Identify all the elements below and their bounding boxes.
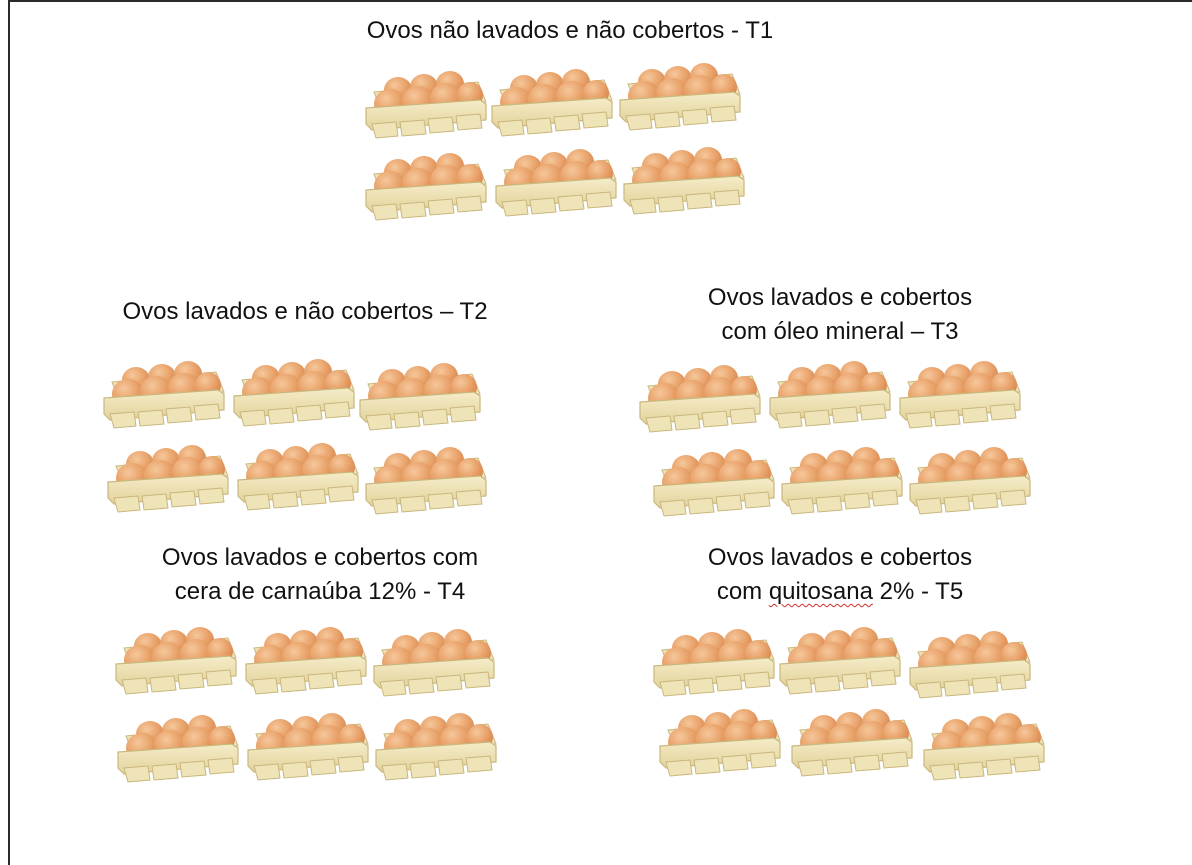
egg-carton-icon — [909, 630, 1031, 699]
egg-carton-t1-2 — [488, 62, 616, 140]
egg-carton-icon — [623, 146, 745, 215]
egg-carton-t3-2 — [766, 354, 894, 432]
egg-carton-icon — [375, 712, 497, 781]
egg-carton-icon — [619, 62, 741, 131]
egg-carton-icon — [769, 360, 891, 429]
egg-carton-t1-4 — [362, 146, 490, 224]
egg-carton-t3-4 — [650, 442, 778, 520]
group-label-t4: Ovos lavados e cobertos com cera de carn… — [161, 544, 479, 605]
egg-carton-icon — [909, 446, 1031, 515]
egg-carton-icon — [639, 364, 761, 433]
egg-carton-t3-6 — [906, 440, 1034, 518]
egg-carton-t4-5 — [244, 706, 372, 784]
egg-carton-icon — [791, 708, 913, 777]
egg-carton-icon — [653, 628, 775, 697]
group-label-t5: Ovos lavados e cobertos com quitosana 2%… — [707, 544, 973, 605]
egg-carton-t1-1 — [362, 64, 490, 142]
egg-carton-icon — [107, 444, 229, 513]
egg-carton-icon — [103, 360, 225, 429]
egg-carton-t1-5 — [492, 142, 620, 220]
egg-carton-t3-3 — [896, 354, 1024, 432]
group-label-t2: Ovos lavados e não cobertos – T2 — [122, 298, 488, 325]
egg-carton-t2-2 — [230, 352, 358, 430]
egg-carton-t1-3 — [616, 56, 744, 134]
egg-carton-t4-1 — [112, 620, 240, 698]
egg-carton-t2-4 — [104, 438, 232, 516]
egg-carton-icon — [781, 446, 903, 515]
egg-carton-icon — [923, 712, 1045, 781]
egg-carton-t5-4 — [656, 702, 784, 780]
egg-carton-t2-5 — [234, 436, 362, 514]
egg-carton-t4-6 — [372, 706, 500, 784]
egg-carton-t1-6 — [620, 140, 748, 218]
egg-carton-t4-3 — [370, 622, 498, 700]
egg-carton-t5-5 — [788, 702, 916, 780]
egg-carton-t3-5 — [778, 440, 906, 518]
egg-carton-t2-3 — [356, 356, 484, 434]
egg-carton-t5-2 — [776, 620, 904, 698]
egg-carton-icon — [115, 626, 237, 695]
egg-carton-icon — [365, 152, 487, 221]
egg-carton-icon — [491, 68, 613, 137]
egg-carton-t2-6 — [362, 440, 490, 518]
diagram-frame — [8, 0, 1192, 865]
egg-carton-t2-1 — [100, 354, 228, 432]
egg-carton-icon — [245, 626, 367, 695]
misspelled-word: quitosana — [768, 578, 873, 605]
group-label-t3: Ovos lavados e cobertos com óleo mineral… — [707, 284, 973, 345]
egg-carton-icon — [233, 358, 355, 427]
egg-carton-icon — [247, 712, 369, 781]
egg-carton-icon — [359, 362, 481, 431]
egg-carton-icon — [659, 708, 781, 777]
egg-carton-t5-6 — [920, 706, 1048, 784]
egg-carton-t5-3 — [906, 624, 1034, 702]
egg-carton-icon — [653, 448, 775, 517]
egg-carton-icon — [365, 70, 487, 139]
egg-carton-t3-1 — [636, 358, 764, 436]
egg-carton-icon — [779, 626, 901, 695]
egg-carton-icon — [365, 446, 487, 515]
egg-carton-t5-1 — [650, 622, 778, 700]
egg-carton-icon — [117, 714, 239, 783]
egg-carton-icon — [237, 442, 359, 511]
egg-carton-icon — [495, 148, 617, 217]
group-label-t1: Ovos não lavados e não cobertos - T1 — [366, 17, 774, 44]
egg-carton-t4-2 — [242, 620, 370, 698]
egg-carton-icon — [373, 628, 495, 697]
egg-carton-icon — [899, 360, 1021, 429]
egg-carton-t4-4 — [114, 708, 242, 786]
